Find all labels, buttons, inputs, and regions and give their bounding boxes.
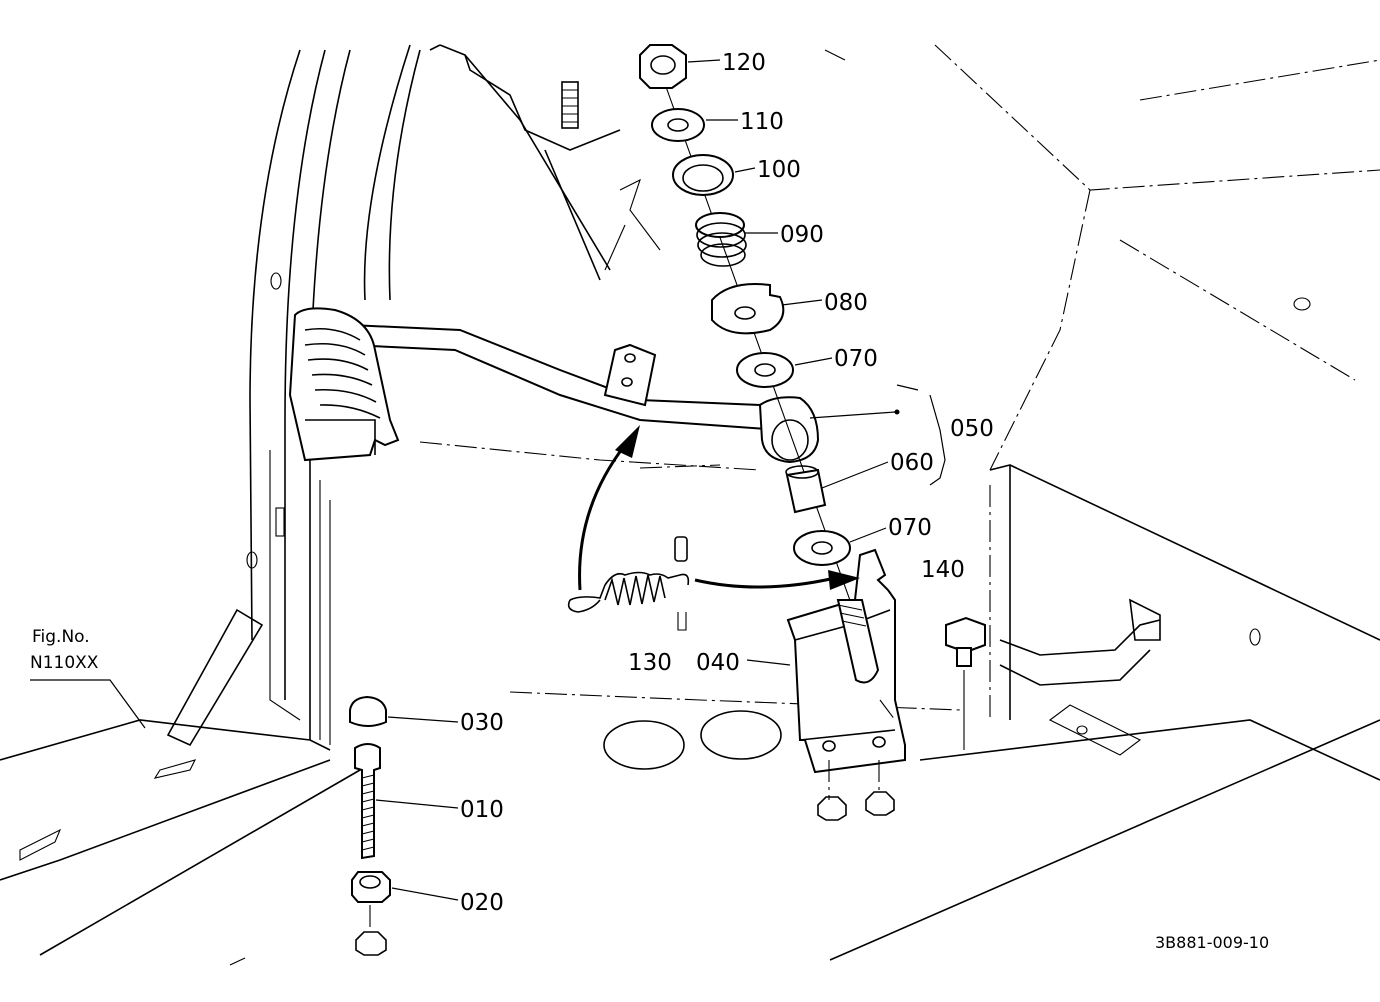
callout-040: 040	[696, 650, 740, 676]
callout-030: 030	[460, 710, 504, 736]
stud-top	[561, 81, 579, 129]
callout-110: 110	[740, 109, 784, 135]
spring-090	[695, 212, 747, 267]
callout-070-lower: 070	[888, 515, 932, 541]
callout-130: 130	[628, 650, 672, 676]
callout-080: 080	[824, 290, 868, 316]
cap-030	[349, 695, 387, 727]
pedal-arm-050	[288, 307, 820, 464]
bolt-010	[354, 743, 381, 860]
chassis-outline	[0, 44, 1380, 966]
fig-ref-number: N110XX	[30, 653, 99, 673]
bracket-040	[786, 548, 906, 821]
leader-lines	[30, 59, 946, 901]
callout-140: 140	[921, 557, 965, 583]
nut-020	[351, 871, 391, 956]
callout-060: 060	[890, 450, 934, 476]
callout-070-upper: 070	[834, 346, 878, 372]
callout-020: 020	[460, 890, 504, 916]
bolt-140	[945, 616, 986, 750]
shaft-stack	[639, 44, 901, 741]
fig-ref-label: Fig.No.	[32, 627, 90, 647]
figure-reference: Fig.No. N110XX 3B881-009-10	[30, 627, 1269, 952]
callout-050: 050	[950, 416, 994, 442]
callout-010: 010	[460, 797, 504, 823]
callout-090: 090	[780, 222, 824, 248]
drawing-code: 3B881-009-10	[1155, 933, 1269, 952]
callout-100: 100	[757, 157, 801, 183]
return-spring-130	[567, 536, 690, 631]
callout-120: 120	[722, 50, 766, 76]
callout-labels: 120 110 100 090 080 070 050 060 070 140 …	[460, 50, 994, 916]
assembly-arrows	[578, 425, 860, 591]
